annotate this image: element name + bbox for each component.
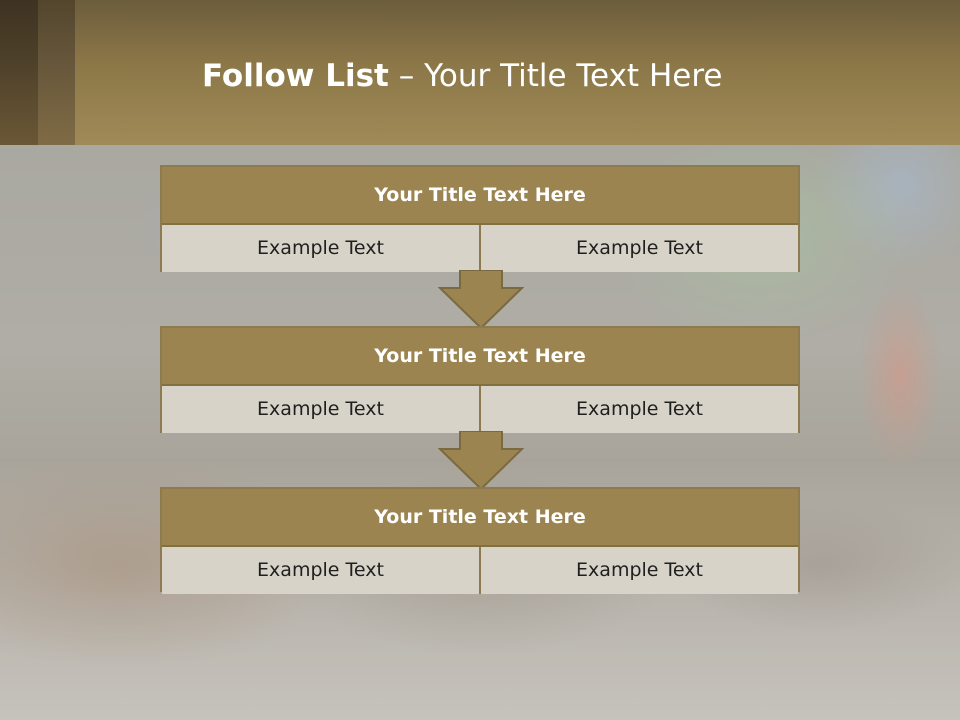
flow-step-1: Your Title Text Here Example Text Exampl… [160, 165, 800, 272]
flow-step-cell-right: Example Text [479, 547, 798, 594]
flow-step-row: Example Text Example Text [162, 547, 798, 594]
flow-step-cell-right: Example Text [479, 225, 798, 272]
flow-step-title: Your Title Text Here [162, 489, 798, 547]
down-arrow-icon [438, 431, 524, 491]
flow-step-3: Your Title Text Here Example Text Exampl… [160, 487, 800, 594]
slide-title-bold: Follow List [202, 58, 389, 94]
header-accent-strip [38, 0, 75, 145]
flow-step-title: Your Title Text Here [162, 328, 798, 386]
flow-step-cell-left: Example Text [162, 225, 479, 272]
flow-step-2: Your Title Text Here Example Text Exampl… [160, 326, 800, 433]
flow-step-cell-left: Example Text [162, 547, 479, 594]
header-band: Follow List – Your Title Text Here [0, 0, 960, 145]
flow-step-title: Your Title Text Here [162, 167, 798, 225]
slide-title: Follow List – Your Title Text Here [202, 54, 722, 98]
down-arrow-icon [438, 270, 524, 330]
flow-step-cell-left: Example Text [162, 386, 479, 433]
header-accent-strip [0, 0, 38, 145]
flow-step-row: Example Text Example Text [162, 225, 798, 272]
slide-title-rest: – Your Title Text Here [388, 58, 723, 94]
flow-step-row: Example Text Example Text [162, 386, 798, 433]
flow-step-cell-right: Example Text [479, 386, 798, 433]
